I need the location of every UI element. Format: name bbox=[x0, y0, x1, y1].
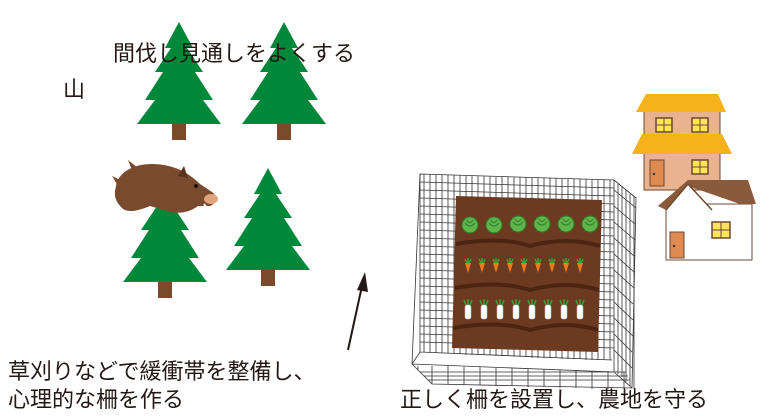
thinning-label: 間伐し見通しをよくする bbox=[113, 42, 356, 67]
wild-boar bbox=[112, 160, 218, 213]
tree-bottom-right bbox=[226, 168, 310, 286]
small-house bbox=[658, 180, 756, 261]
mountain-label: 山 bbox=[63, 78, 86, 103]
tree-top-right bbox=[242, 22, 326, 140]
tree-top-left bbox=[137, 22, 221, 140]
fenced-farmland bbox=[411, 173, 637, 389]
fence-label: 正しく柵を設置し、農地を守る bbox=[400, 388, 709, 413]
mowing-label-line1: 草刈りなどで緩衝帯を整備し、 bbox=[8, 360, 316, 385]
arrow bbox=[347, 272, 368, 351]
two-story-house bbox=[632, 94, 732, 191]
mowing-label-line2: 心理的な柵を作る bbox=[8, 388, 185, 413]
